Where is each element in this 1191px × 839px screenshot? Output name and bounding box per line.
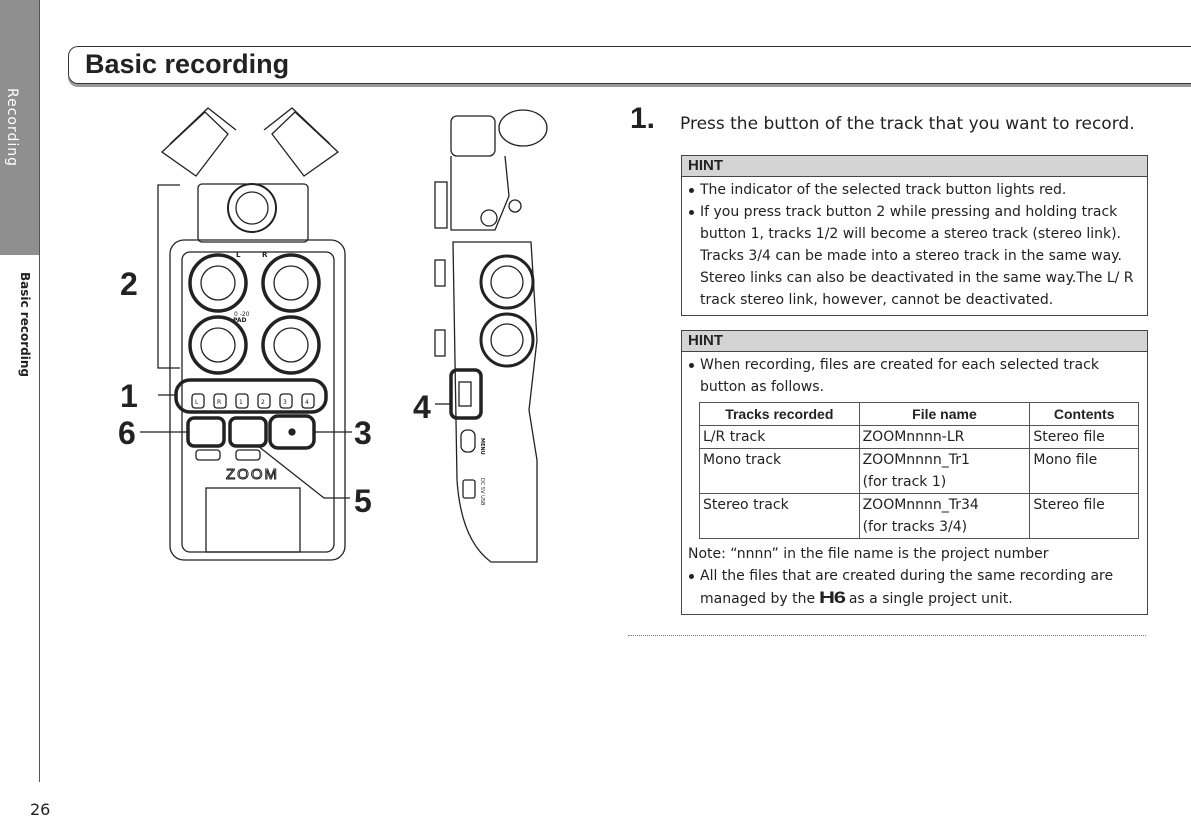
label-r: R	[262, 251, 268, 259]
hold-switch	[449, 368, 483, 420]
menu-button	[460, 429, 476, 453]
section-tab-label: Recording	[4, 88, 20, 168]
file-name-note: (for track 1)	[862, 474, 947, 490]
table-row: Mono track ZOOMnnnn_Tr1 (for track 1) Mon…	[699, 448, 1139, 494]
input-3-knob	[188, 315, 248, 375]
hint-bullet: If you press track button 2 while pressi…	[688, 201, 1143, 311]
table-row: L/R track ZOOMnnnn-LR Stereo file	[699, 425, 1139, 449]
callout-3: 3	[354, 415, 372, 451]
table-row: Stereo track ZOOMnnnn_Tr34 (for tracks 3/…	[699, 493, 1139, 539]
input-1-knob	[188, 253, 248, 313]
xy-mic-gain-knob	[227, 183, 277, 233]
hint-bullet: When recording, files are created for ea…	[688, 354, 1143, 398]
hint-bullet: All the files that are created during th…	[688, 565, 1143, 610]
recorder-front-illustration: 2 1 6 3 5 L R 0 -20 PAD L R 1 2 3 4 ZOOM	[118, 107, 372, 561]
h6-logo: H6	[819, 588, 846, 607]
hint-bullet: The indicator of the selected track butt…	[688, 179, 1143, 201]
table-header: File name	[858, 402, 1031, 426]
label-pad: PAD	[233, 317, 246, 324]
xlr-input-1	[479, 254, 535, 310]
table-cell: Stereo track	[699, 493, 860, 539]
final-text-after: as a single project unit.	[848, 591, 1013, 607]
dotted-rule	[628, 635, 1146, 636]
file-name: ZOOMnnnn_Tr1	[862, 452, 970, 468]
track-button-1: 1	[239, 399, 243, 406]
recorder-body	[169, 239, 346, 561]
table-header: Tracks recorded	[699, 402, 860, 426]
track-button-4: 4	[305, 399, 309, 406]
callout-5: 5	[354, 483, 372, 519]
table-cell: Stereo file	[1029, 425, 1139, 449]
track-button-2: 2	[261, 399, 265, 406]
table-cell: Stereo file	[1029, 493, 1139, 539]
recorder-side-illustration: 4 MENU DC 5V USB	[413, 109, 548, 563]
display-screen	[205, 487, 301, 553]
sidebar-divider	[39, 0, 40, 782]
page-title: Basic recording	[85, 49, 290, 79]
input-2-knob	[261, 253, 321, 313]
table-cell: ZOOMnnnn-LR	[858, 425, 1031, 449]
hint-header: HINT	[682, 331, 1147, 352]
label-pad-value: 0 -20	[234, 311, 250, 318]
callout-2: 2	[120, 266, 138, 302]
xy-mic-body	[197, 183, 309, 243]
table-cell: Mono track	[699, 448, 860, 494]
title-bar: Basic recording	[68, 46, 1191, 84]
final-text-before: All the files that are created during th…	[700, 568, 1114, 607]
track-button-r: R	[217, 399, 221, 406]
side-body	[452, 241, 538, 563]
usb-port	[462, 479, 476, 499]
callout-4: 4	[413, 389, 431, 425]
stop-button	[186, 416, 226, 448]
table-cell: ZOOMnnnn_Tr34 (for tracks 3/4)	[858, 493, 1031, 539]
table-header: Contents	[1029, 402, 1139, 426]
play-pause-button	[228, 416, 268, 448]
table-cell: L/R track	[699, 425, 860, 449]
zoom-logo: ZOOM	[226, 466, 279, 483]
table-cell: ZOOMnnnn_Tr1 (for track 1)	[858, 448, 1031, 494]
input-4-knob	[261, 315, 321, 375]
file-name: ZOOMnnnn_Tr34	[862, 497, 979, 513]
hint-header: HINT	[682, 156, 1147, 177]
table-cell: Mono file	[1029, 448, 1139, 494]
usb-label: DC 5V USB	[479, 478, 485, 506]
hint-box-1: HINT The indicator of the selected track…	[681, 155, 1148, 316]
subsection-tab-label: Basic recording	[18, 272, 32, 377]
file-name-note: (for tracks 3/4)	[862, 519, 968, 535]
label-l: L	[236, 251, 241, 259]
section-tab-recording[interactable]: Recording	[0, 0, 39, 255]
note-text: Note: “nnnn” in the file name is the pro…	[688, 546, 1049, 562]
callout-6: 6	[118, 415, 136, 451]
step-number: 1.	[630, 102, 656, 135]
step-text: Press the button of the track that you w…	[680, 114, 1135, 134]
hint-box-2: HINT When recording, files are created f…	[681, 330, 1148, 615]
file-name-table: Tracks recorded File name Contents L/R t…	[699, 402, 1139, 539]
callout-1: 1	[120, 378, 138, 414]
menu-label: MENU	[479, 438, 485, 455]
track-button-l: L	[195, 399, 199, 406]
xy-mic-right-capsule	[271, 111, 340, 177]
track-button-3: 3	[283, 399, 287, 406]
xy-mic-left-capsule	[160, 111, 229, 177]
track-buttons-highlight	[174, 378, 328, 414]
page-number: 26	[30, 800, 51, 819]
xlr-input-2	[479, 312, 535, 368]
